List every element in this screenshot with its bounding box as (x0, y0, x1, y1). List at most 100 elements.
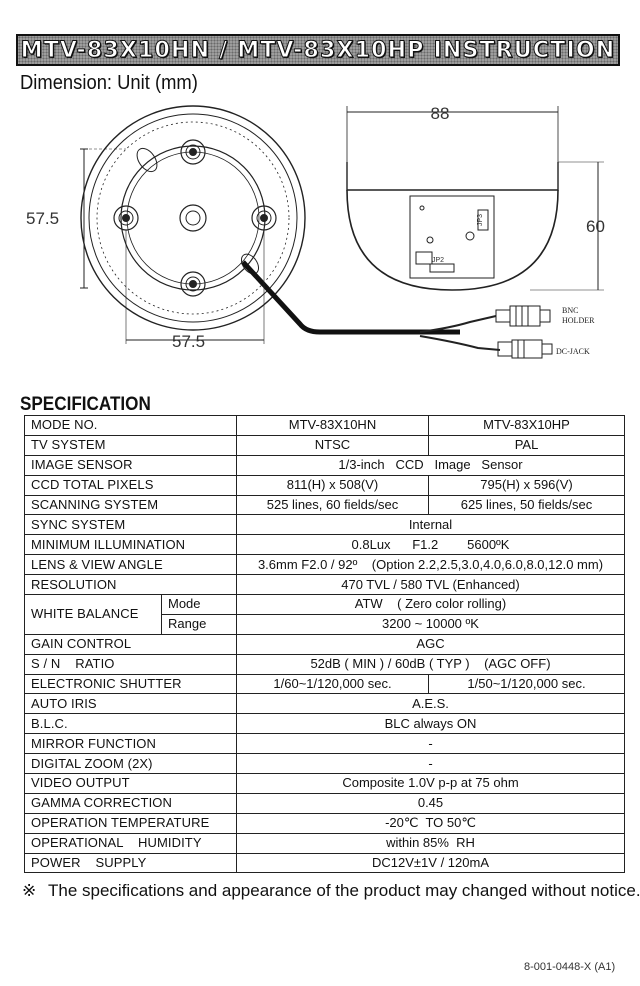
hn-value: NTSC (236, 434, 429, 456)
table-row: POWER SUPPLY DC12V±1V / 120mA (24, 852, 625, 874)
bnc-connector (495, 305, 551, 327)
row-label: GAMMA CORRECTION (24, 792, 237, 814)
row-value: 0.8Lux F1.2 5600ºK (236, 534, 625, 556)
row-label: ELECTRONIC SHUTTER (24, 673, 237, 695)
row-label: LENS & VIEW ANGLE (24, 554, 237, 576)
row-label: DIGITAL ZOOM (2X) (24, 753, 237, 775)
row-value: DC12V±1V / 120mA (236, 852, 625, 874)
row-value: 1/3-inch CCD Image Sensor (236, 454, 625, 476)
notice: ※ The specifications and appearance of th… (22, 881, 640, 901)
row-label: S / N RATIO (24, 653, 237, 675)
row-label: RESOLUTION (24, 574, 237, 596)
row-value: Composite 1.0V p-p at 75 ohm (236, 773, 625, 794)
row-value: 3200 ~ 10000 ºK (236, 613, 625, 635)
table-row: TV SYSTEM NTSC PAL (24, 434, 625, 456)
table-row: OPERATION TEMPERATURE -20℃ TO 50℃ (24, 812, 625, 834)
dimension-drawing: 57.5 57.5 (26, 104, 605, 359)
row-value: ATW ( Zero color rolling) (236, 594, 625, 615)
table-row: CCD TOTAL PIXELS 811(H) x 508(V) 795(H) … (24, 474, 625, 496)
hp-value: PAL (428, 434, 625, 456)
jp2-label: JP2 (432, 257, 444, 264)
row-label: OPERATION TEMPERATURE (24, 812, 237, 834)
dc-jack-label: DC-JACK (556, 347, 590, 356)
row-label: MIRROR FUNCTION (24, 733, 237, 755)
hn-value: 525 lines, 60 fields/sec (236, 494, 429, 516)
row-value: A.E.S. (236, 693, 625, 715)
row-value: 0.45 (236, 792, 625, 814)
dimension-heading: Dimension: Unit (mm) (20, 72, 198, 94)
table-row: GAIN CONTROL AGC (24, 633, 625, 655)
row-value: Internal (236, 514, 625, 536)
bnc-label-line1: BNC (562, 306, 578, 315)
row-value: within 85% RH (236, 832, 625, 854)
row-label: OPERATIONAL HUMIDITY (24, 832, 237, 854)
notice-text: The specifications and appearance of the… (48, 881, 640, 900)
table-row: DIGITAL ZOOM (2X) - (24, 753, 625, 775)
table-row: WHITE BALANCE Mode ATW ( Zero color roll… (24, 594, 625, 635)
row-value: AGC (236, 633, 625, 655)
row-value: 52dB ( MIN ) / 60dB ( TYP ) (AGC OFF) (236, 653, 625, 675)
row-label: POWER SUPPLY (24, 852, 237, 874)
side-view (346, 106, 604, 359)
table-row: SCANNING SYSTEM 525 lines, 60 fields/sec… (24, 494, 625, 516)
table-row: ELECTRONIC SHUTTER 1/60~1/120,000 sec. 1… (24, 673, 625, 695)
hp-value: MTV-83X10HP (428, 415, 625, 436)
hp-value: 625 lines, 50 fields/sec (428, 494, 625, 516)
row-label: GAIN CONTROL (24, 633, 237, 655)
table-row: MIRROR FUNCTION - (24, 733, 625, 755)
table-row: MINIMUM ILLUMINATION 0.8Lux F1.2 5600ºK (24, 534, 625, 556)
front-height-label: 57.5 (26, 209, 59, 228)
bnc-label-line2: HOLDER (562, 316, 595, 325)
specification-heading: SPECIFICATION (20, 394, 151, 415)
table-row: GAMMA CORRECTION 0.45 (24, 792, 625, 814)
row-value: - (236, 753, 625, 775)
sub-label: Range (161, 613, 237, 635)
row-label: AUTO IRIS (24, 693, 237, 715)
row-value: BLC always ON (236, 713, 625, 735)
hn-value: 811(H) x 508(V) (236, 474, 429, 496)
document-title: MTV-83X10HN / MTV-83X10HP INSTRUCTION (20, 37, 616, 63)
row-label: MINIMUM ILLUMINATION (24, 534, 237, 556)
row-value: -20℃ TO 50℃ (236, 812, 625, 834)
front-view (80, 105, 460, 344)
hp-value: 1/50~1/120,000 sec. (428, 673, 625, 695)
table-row: AUTO IRIS A.E.S. (24, 693, 625, 715)
row-label: IMAGE SENSOR (24, 454, 237, 476)
row-label: B.L.C. (24, 713, 237, 735)
row-label: SCANNING SYSTEM (24, 494, 237, 516)
row-label: VIDEO OUTPUT (24, 773, 237, 794)
row-value: 470 TVL / 580 TVL (Enhanced) (236, 574, 625, 596)
dc-jack-connector (497, 339, 553, 359)
front-width-label: 57.5 (172, 332, 205, 351)
table-row: S / N RATIO 52dB ( MIN ) / 60dB ( TYP ) … (24, 653, 625, 675)
hn-value: MTV-83X10HN (236, 415, 429, 436)
table-row: B.L.C. BLC always ON (24, 713, 625, 735)
row-value: - (236, 733, 625, 755)
row-value: 3.6mm F2.0 / 92º (Option 2.2,2.5,3.0,4.0… (236, 554, 625, 576)
document-code: 8-001-0448-X (A1) (524, 961, 616, 973)
row-label: CCD TOTAL PIXELS (24, 474, 237, 496)
row-label: MODE NO. (24, 415, 237, 436)
table-row: VIDEO OUTPUT Composite 1.0V p-p at 75 oh… (24, 773, 625, 794)
screw-top (180, 139, 206, 165)
row-label: SYNC SYSTEM (24, 514, 237, 536)
table-row: IMAGE SENSOR 1/3-inch CCD Image Sensor (24, 454, 625, 476)
hn-value: 1/60~1/120,000 sec. (236, 673, 429, 695)
screw-bottom (180, 271, 206, 297)
row-label: TV SYSTEM (24, 434, 237, 456)
table-row: LENS & VIEW ANGLE 3.6mm F2.0 / 92º (Opti… (24, 554, 625, 576)
table-row: OPERATIONAL HUMIDITY within 85% RH (24, 832, 625, 854)
jp3-label: JP3 (477, 214, 484, 226)
screw-left (113, 205, 139, 231)
sub-label: Mode (161, 594, 237, 615)
table-row: MODE NO. MTV-83X10HN MTV-83X10HP (24, 415, 625, 436)
table-row: SYNC SYSTEM Internal (24, 514, 625, 536)
specification-table: MODE NO. MTV-83X10HN MTV-83X10HP TV SYST… (24, 415, 625, 874)
table-row: Range 3200 ~ 10000 ºK (25, 613, 625, 635)
table-row: RESOLUTION 470 TVL / 580 TVL (Enhanced) (24, 574, 625, 596)
side-height-label: 60 (586, 217, 605, 236)
reference-mark-icon: ※ (22, 881, 37, 900)
hp-value: 795(H) x 596(V) (428, 474, 625, 496)
side-width-label: 88 (431, 104, 450, 123)
title-banner: MTV-83X10HN / MTV-83X10HP INSTRUCTION (16, 34, 620, 66)
